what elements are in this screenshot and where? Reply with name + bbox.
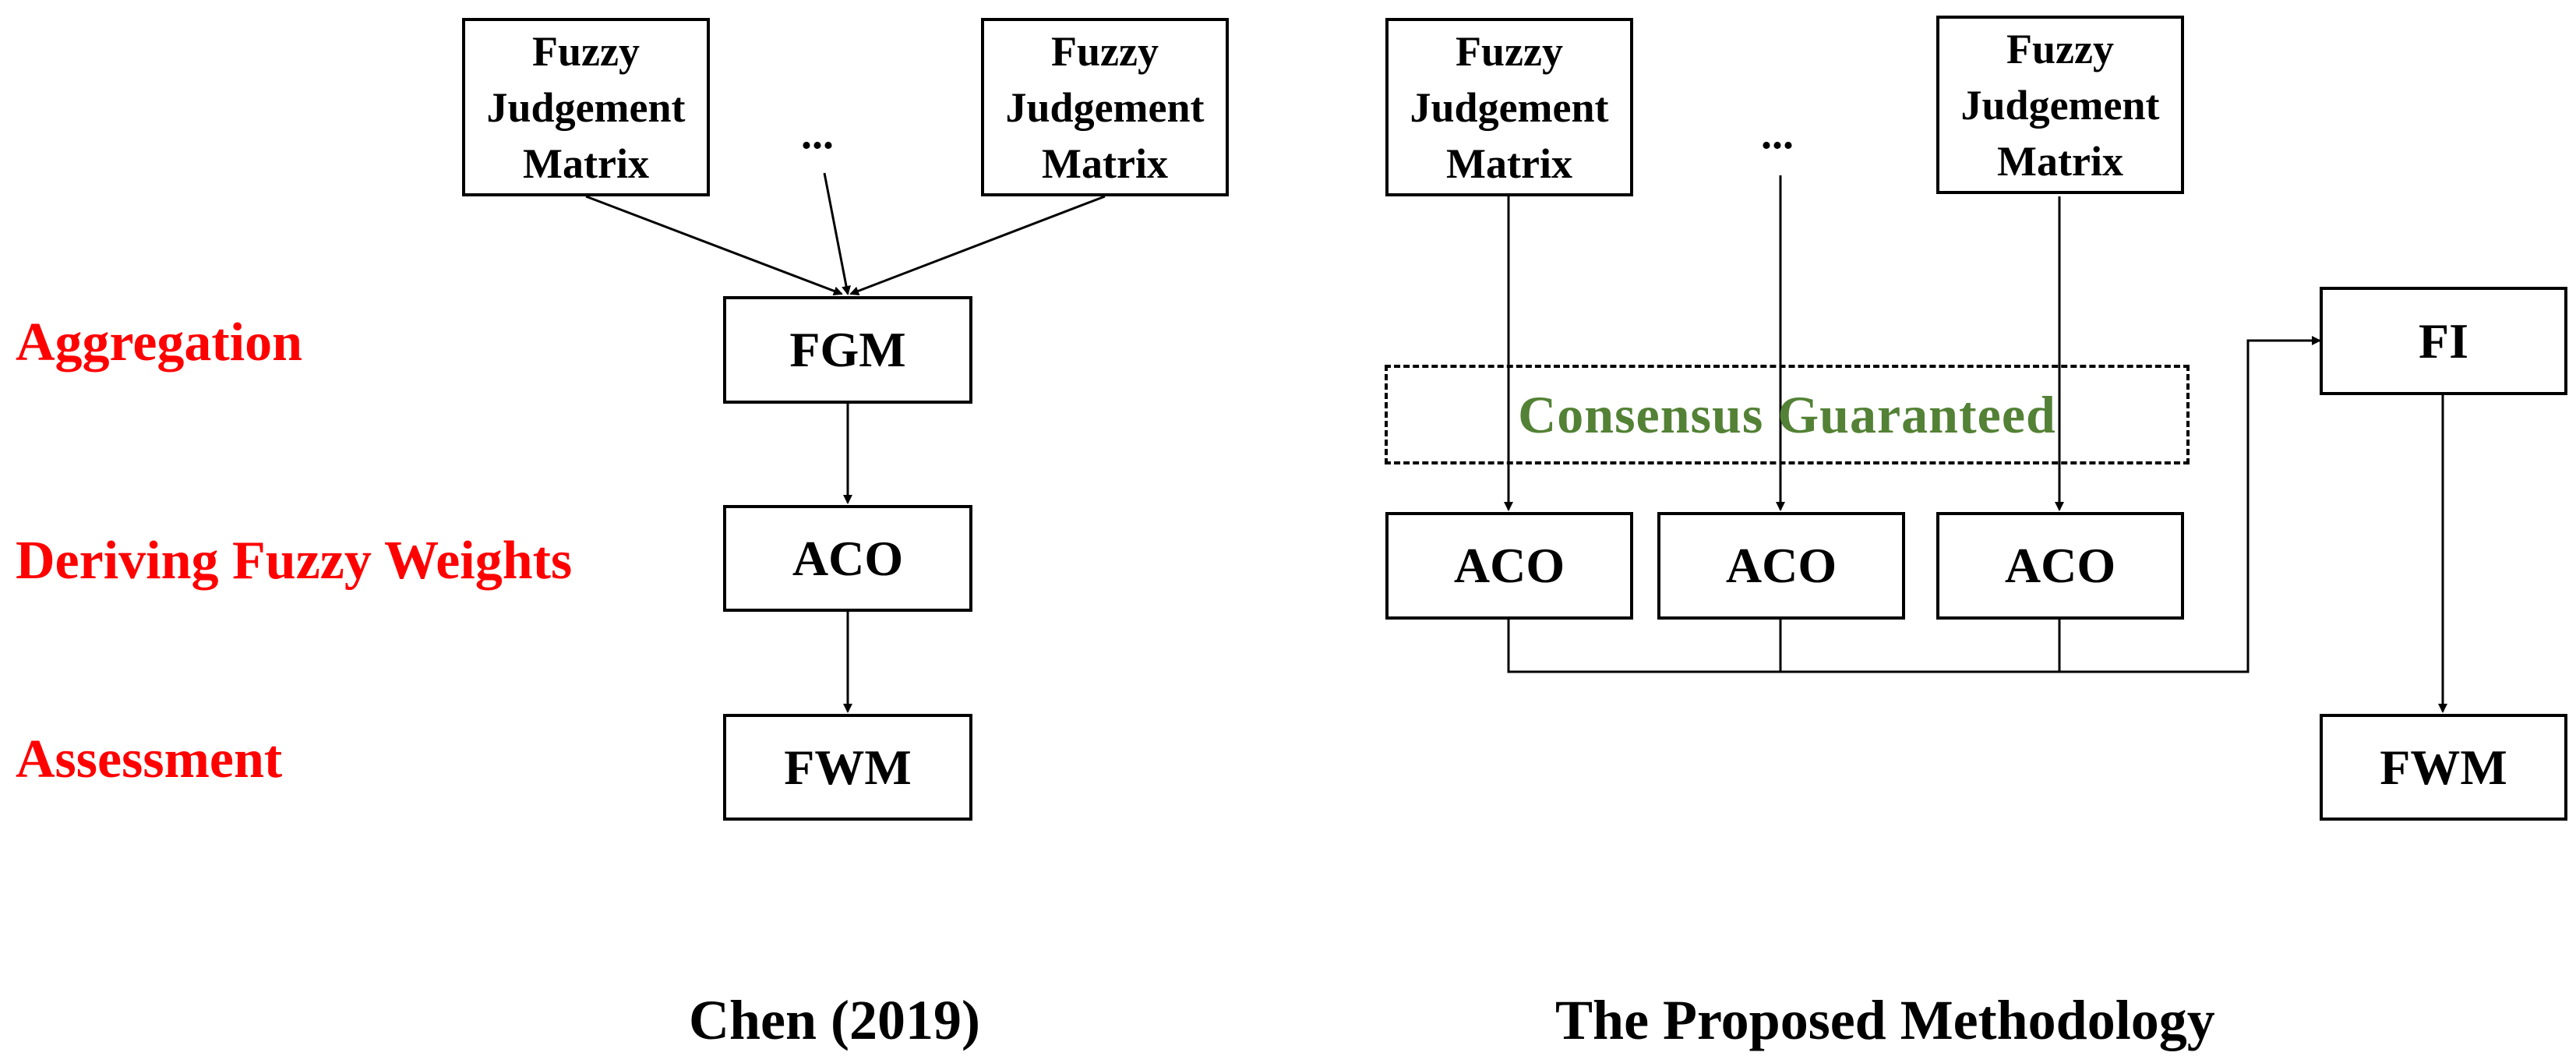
left-fuzzy-judgement-matrix-1: Fuzzy Judgement Matrix <box>462 18 710 196</box>
fjm-line: Fuzzy <box>1456 27 1563 75</box>
right-caption: The Proposed Methodology <box>1555 989 2215 1051</box>
arrow-ellipsis-to-fgm <box>823 172 851 295</box>
left-caption: Chen (2019) <box>689 989 980 1051</box>
left-ellipsis: ... <box>801 110 834 158</box>
right-aco-box-1: ACO <box>1385 512 1633 620</box>
fgm-box: FGM <box>723 296 972 404</box>
fjm-line: Matrix <box>1997 137 2123 185</box>
right-aco-box-3: ACO <box>1936 512 2184 620</box>
left-fuzzy-judgement-matrix-2: Fuzzy Judgement Matrix <box>981 18 1229 196</box>
right-fuzzy-judgement-matrix-2: Fuzzy Judgement Matrix <box>1936 16 2184 194</box>
fjm-line: Judgement <box>1960 81 2160 129</box>
fjm-line: Matrix <box>1446 139 1572 187</box>
fjm-line: Matrix <box>1042 139 1168 187</box>
fjm-line: Fuzzy <box>532 27 640 75</box>
arrow-fjm2-to-fgm <box>849 195 1106 296</box>
fjm-line: Judgement <box>1005 83 1205 131</box>
stage-label-aggregation: Aggregation <box>16 313 303 373</box>
consensus-guaranteed-region: Consensus Guaranteed <box>1385 365 2190 464</box>
stage-label-deriving-fuzzy-weights: Deriving Fuzzy Weights <box>16 531 573 591</box>
fjm-line: Fuzzy <box>2006 25 2114 72</box>
fjm-line: Matrix <box>523 139 649 187</box>
right-fwm-box: FWM <box>2320 714 2567 821</box>
right-fuzzy-judgement-matrix-1: Fuzzy Judgement Matrix <box>1385 18 1633 196</box>
fjm-line: Fuzzy <box>1051 27 1159 75</box>
left-fwm-box: FWM <box>723 714 972 821</box>
arrow-fjm1-to-fgm <box>585 195 843 296</box>
bus-aco-to-fi <box>1507 336 2321 673</box>
fi-box: FI <box>2320 287 2567 395</box>
right-ellipsis: ... <box>1761 110 1794 158</box>
stage-label-assessment: Assessment <box>16 729 283 789</box>
left-aco-box: ACO <box>723 505 972 612</box>
fjm-line: Judgement <box>1410 83 1609 131</box>
right-aco-box-2: ACO <box>1657 512 1905 620</box>
fjm-line: Judgement <box>486 83 686 131</box>
